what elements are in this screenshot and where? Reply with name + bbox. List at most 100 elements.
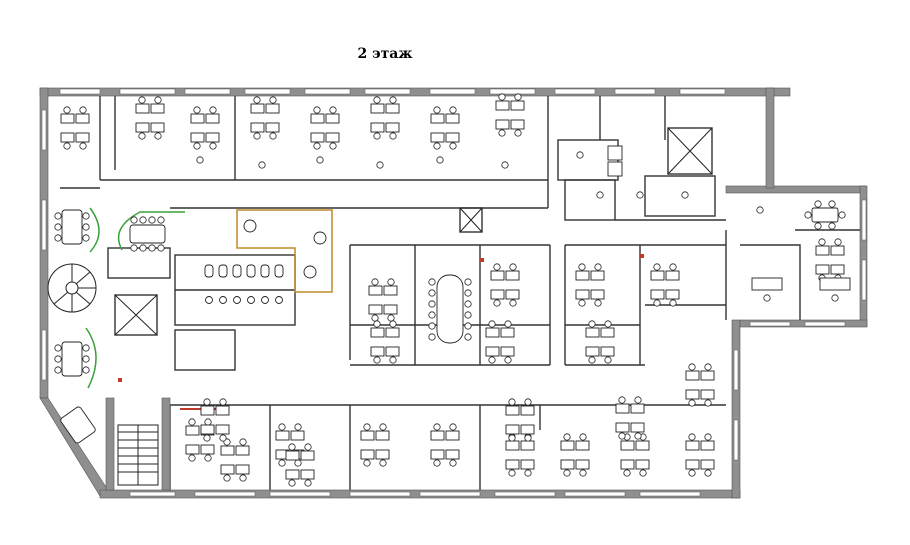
chair	[157, 216, 165, 224]
chair	[563, 433, 571, 441]
chair	[579, 433, 587, 441]
desk	[383, 304, 398, 315]
desk	[620, 459, 635, 470]
chair	[54, 223, 62, 231]
wc-fixture	[274, 264, 284, 278]
chair	[379, 459, 387, 467]
desk	[135, 103, 150, 114]
desk	[220, 445, 235, 456]
desk	[630, 422, 645, 433]
chair	[578, 263, 586, 271]
desk	[700, 370, 715, 381]
desk	[495, 119, 510, 130]
desk	[150, 122, 165, 133]
chair	[636, 191, 644, 199]
chair	[219, 398, 227, 406]
chair	[498, 129, 506, 137]
chair	[82, 223, 90, 231]
chair	[563, 469, 571, 477]
chair	[524, 398, 532, 406]
wc-fixture	[204, 264, 214, 278]
desk	[510, 119, 525, 130]
desk	[700, 440, 715, 451]
chair	[639, 469, 647, 477]
desk	[505, 459, 520, 470]
chair	[576, 151, 584, 159]
chair	[288, 479, 296, 487]
chair	[154, 132, 162, 140]
desk	[585, 346, 600, 357]
desk	[615, 422, 630, 433]
chair	[288, 443, 296, 451]
sink	[247, 296, 255, 304]
chair	[464, 311, 472, 319]
chair	[831, 294, 839, 302]
chair	[54, 344, 62, 352]
chair	[389, 356, 397, 364]
desk	[430, 430, 445, 441]
chair	[428, 322, 436, 330]
chair	[524, 469, 532, 477]
chair	[604, 356, 612, 364]
conference-table	[61, 209, 83, 245]
chair	[304, 479, 312, 487]
desk	[185, 444, 200, 455]
chair	[389, 320, 397, 328]
chair	[373, 356, 381, 364]
desk	[445, 113, 460, 124]
desk	[75, 132, 90, 143]
desk	[505, 440, 520, 451]
chair	[818, 238, 826, 246]
chair	[804, 211, 812, 219]
chair	[704, 363, 712, 371]
chair	[493, 263, 501, 271]
desk	[135, 122, 150, 133]
desk	[325, 113, 340, 124]
chair	[449, 142, 457, 150]
chair	[294, 459, 302, 467]
desk	[215, 405, 230, 416]
desk	[510, 100, 525, 111]
desk	[60, 132, 75, 143]
desk	[505, 289, 520, 300]
chair	[157, 244, 165, 252]
chair	[363, 423, 371, 431]
desk	[265, 103, 280, 114]
chair	[498, 93, 506, 101]
chair	[433, 423, 441, 431]
chair	[82, 344, 90, 352]
chair	[578, 299, 586, 307]
desk	[375, 430, 390, 441]
chair	[371, 314, 379, 322]
furniture-layer	[54, 93, 851, 487]
meeting-table	[811, 207, 839, 223]
desk	[430, 132, 445, 143]
chair	[223, 474, 231, 482]
desk	[620, 440, 635, 451]
chair	[688, 363, 696, 371]
chair	[82, 212, 90, 220]
desk	[190, 113, 205, 124]
chair	[433, 142, 441, 150]
desk	[560, 440, 575, 451]
chair	[464, 300, 472, 308]
chair	[148, 244, 156, 252]
desk	[819, 277, 851, 291]
desk	[685, 459, 700, 470]
desk	[485, 346, 500, 357]
chair	[579, 469, 587, 477]
chair	[329, 106, 337, 114]
sink	[205, 296, 213, 304]
spiral-stair	[47, 263, 97, 313]
chair	[253, 132, 261, 140]
chair	[653, 299, 661, 307]
desk	[375, 449, 390, 460]
desk	[560, 459, 575, 470]
chair	[428, 278, 436, 286]
chair	[464, 333, 472, 341]
chair	[449, 106, 457, 114]
chair	[373, 132, 381, 140]
chair	[524, 434, 532, 442]
floor-title: 2 этаж	[357, 46, 413, 62]
